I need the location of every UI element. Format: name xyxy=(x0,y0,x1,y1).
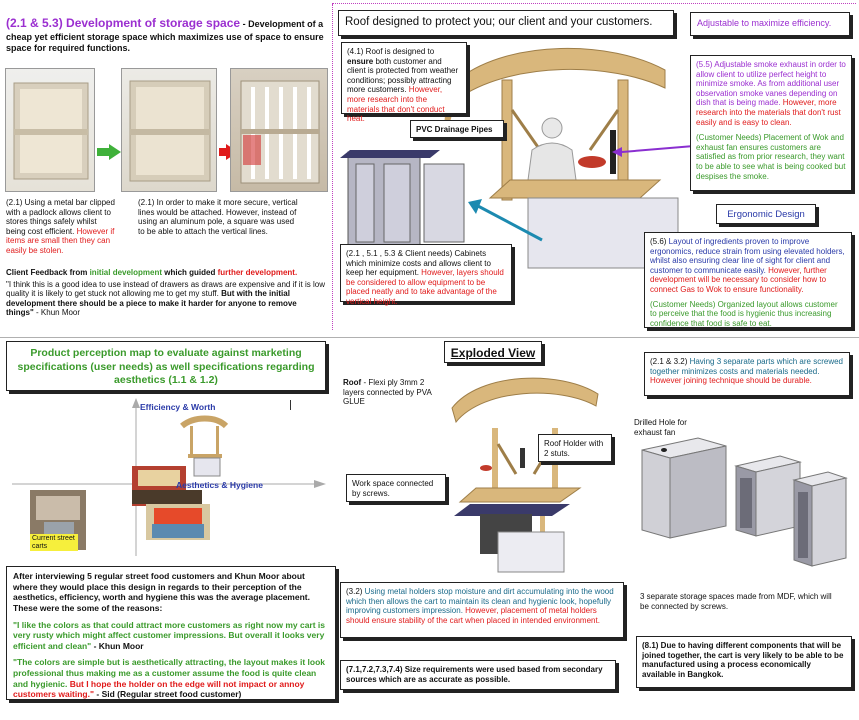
exploded-roof-text: - Flexi ply 3mm 2 layers connected by PV… xyxy=(343,378,432,407)
quote-2-red: But I hope the holder on the edge will n… xyxy=(13,678,305,700)
parts-note-21-red: However joining technique should be dura… xyxy=(650,376,812,386)
roof-note-55-purple: (5.5) Adjustable smoke exhaust in order … xyxy=(696,60,846,108)
parts-note-21-a: (2.1 & 3.2) xyxy=(650,357,690,366)
feedback-heading-a: Client Feedback from xyxy=(6,268,90,277)
quote-1-green: "I like the colors as that could attract… xyxy=(13,619,326,651)
storage-photo-1 xyxy=(5,68,95,192)
text-cursor-mark xyxy=(290,400,291,410)
storage-parts-illustration xyxy=(641,437,848,567)
roof-note-41: (4.1) Roof is designed to ensure both cu… xyxy=(341,42,467,123)
exploded-note-32: (3.2) Using metal holders stop moisture … xyxy=(340,582,624,638)
drilled-hole-label: Drilled Hole for exhaust fan xyxy=(634,418,687,437)
parts-note-21: (2.1 & 3.2) Having 3 separate parts whic… xyxy=(644,352,850,396)
shelf-icon xyxy=(129,80,211,182)
feedback-author: - Khun Moor xyxy=(33,308,81,318)
roof-note-41-bold: ensure xyxy=(347,56,374,66)
axis-x-label: Aesthetics & Hygiene xyxy=(176,480,263,490)
storage-note-right: (2.1) In order to make it more secure, v… xyxy=(138,198,298,236)
adjustable-label-box: Adjustable to maximize efficiency. xyxy=(690,12,850,36)
green-arrow-shaft xyxy=(97,148,109,156)
feedback-quote: "I think this is a good idea to use inst… xyxy=(6,280,326,318)
exploded-illustration xyxy=(451,377,599,573)
red-arrow-shaft xyxy=(219,148,227,156)
roof-note-56-blue: Layout of ingredients proven to improve … xyxy=(650,237,845,275)
roof-note-41-a: (4.1) Roof is designed to xyxy=(347,47,435,56)
feedback-quote-text: "I think this is a good idea to use inst… xyxy=(6,279,326,299)
roof-note-41-b: both customer and client is protected fr… xyxy=(347,56,459,95)
exploded-note-32-teal: Using metal holders stop moisture and di… xyxy=(346,587,614,616)
feedback-heading: Client Feedback from initial development… xyxy=(6,268,326,278)
roof-note-56-green: (Customer Needs) Organized layout allows… xyxy=(650,299,838,328)
cabinet-note-a: (2.1 , 5.1 , 5.3 & Client needs) Cabinet… xyxy=(346,249,491,278)
roof-note-55: (5.5) Adjustable smoke exhaust in order … xyxy=(690,55,852,191)
roof-note-41-red: However, more research into the material… xyxy=(347,85,445,124)
exploded-roof-bold: Roof xyxy=(343,378,362,387)
perception-summary-box: After interviewing 5 regular street food… xyxy=(6,566,336,700)
quote-1-author: - Khun Moor xyxy=(91,640,144,651)
perception-title-box: Product perception map to evaluate again… xyxy=(6,341,326,391)
feedback-heading-green: initial development xyxy=(89,268,163,277)
vertical-divider xyxy=(332,4,333,330)
ergonomic-label-box: Ergonomic Design xyxy=(716,204,816,224)
storage-photo-2 xyxy=(121,68,217,192)
roof-note-55-red: However, more research into the material… xyxy=(696,98,841,127)
roof-note-56: (5.6) Layout of ingredients proven to im… xyxy=(644,232,852,328)
cabinet-note: (2.1 , 5.1 , 5.3 & Client needs) Cabinet… xyxy=(340,244,512,306)
storage-heading-title: (2.1 & 5.3) Development of storage space xyxy=(6,16,241,30)
parts-note-81: (8.1) Due to having different components… xyxy=(636,636,852,688)
workspace-box: Work space connected by screws. xyxy=(346,474,446,502)
feedback-heading-b: which guided xyxy=(162,268,218,277)
cabinet-note-red: However, layers should be considered to … xyxy=(346,268,504,306)
exploded-note-32-a: (3.2) xyxy=(346,587,365,596)
green-arrow-icon xyxy=(109,144,121,160)
exploded-note-32-red: However, placement of metal holders shou… xyxy=(346,606,600,625)
storage-note-left-text: (2.1) Using a metal bar clipped with a p… xyxy=(6,198,115,236)
roof-note-56-a: (5.6) xyxy=(650,237,669,246)
horizontal-divider xyxy=(0,337,859,338)
roof-holder-box: Roof Holder with 2 stuts. xyxy=(538,434,612,462)
roof-note-56-top: (5.6) Layout of ingredients proven to im… xyxy=(650,237,846,295)
quote-2-author: - Sid (Regular street food customer) xyxy=(94,689,242,700)
storage-heading-tail: - Development of a cheap yet efficient s… xyxy=(6,19,324,54)
storage-spaces-note: 3 separate storage spaces made from MDF,… xyxy=(640,592,832,611)
quote-1: "I like the colors as that could attract… xyxy=(13,620,329,652)
shelf-icon xyxy=(13,82,89,180)
exploded-title-box: Exploded View xyxy=(444,341,542,363)
axis-y-label: Efficiency & Worth xyxy=(140,402,216,412)
storage-note-left-warning: However if items are small then they can… xyxy=(6,226,115,255)
quote-2: "The colors are simple but is aesthetica… xyxy=(13,657,329,700)
roof-note-56-red: However, further development will be nec… xyxy=(650,265,827,294)
parts-note-21-teal: Having 3 separate parts which are screwe… xyxy=(650,357,843,376)
quote-2-green: "The colors are simple but is aesthetica… xyxy=(13,657,326,689)
roof-note-55-green: (Customer Needs) Placement of Wok and ex… xyxy=(696,133,846,181)
storage-heading: (2.1 & 5.3) Development of storage space… xyxy=(6,16,328,55)
roof-note-55-top: (5.5) Adjustable smoke exhaust in order … xyxy=(696,60,846,127)
current-carts-label: Current street carts xyxy=(30,534,78,552)
storage-photo-3 xyxy=(230,68,328,192)
feedback-quote-bold: But with the initial development there s… xyxy=(6,289,297,318)
storage-note-left: (2.1) Using a metal bar clipped with a p… xyxy=(6,198,118,256)
pvc-label-box: PVC Drainage Pipes xyxy=(410,120,504,138)
exploded-note-71: (7.1,7.2,7.3,7.4) Size requirements were… xyxy=(340,660,616,690)
exploded-roof-note: Roof - Flexi ply 3mm 2 layers connected … xyxy=(343,378,439,407)
shelf-icon xyxy=(240,80,320,184)
client-feedback: Client Feedback from initial development… xyxy=(6,268,326,318)
roof-title-box: Roof designed to protect you; our client… xyxy=(338,10,674,36)
perception-summary: After interviewing 5 regular street food… xyxy=(13,571,310,613)
feedback-heading-red: further development. xyxy=(217,268,298,277)
top-right-border xyxy=(332,3,856,4)
